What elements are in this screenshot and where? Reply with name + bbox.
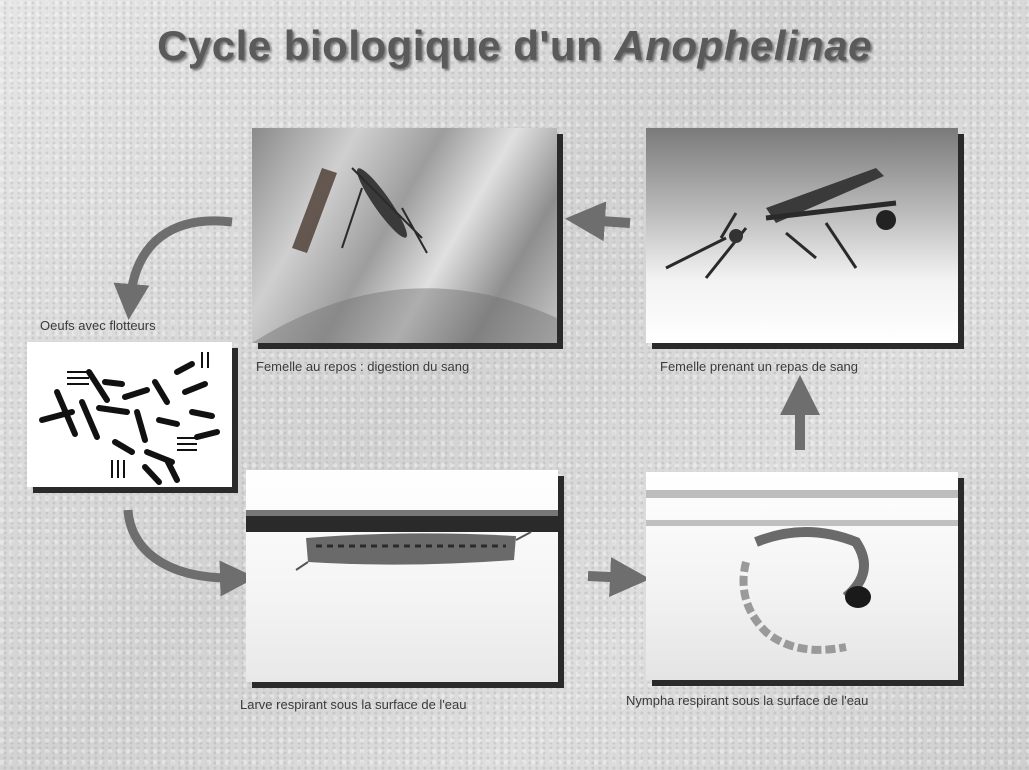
- resting-female-image: [252, 128, 557, 343]
- resting-female-photo: [252, 128, 557, 343]
- arrow-larva-to-pupa: [588, 576, 630, 578]
- larva-caption: Larve respirant sous la surface de l'eau: [240, 697, 467, 712]
- feeding-female-photo: [646, 128, 958, 343]
- pupa-image: [646, 472, 958, 680]
- pupa-photo: [646, 472, 958, 680]
- arrow-eggs-to-larva: [128, 510, 238, 578]
- eggs-label: Oeufs avec flotteurs: [40, 318, 156, 333]
- arrow-female-to-eggs: [130, 221, 232, 302]
- feeding-female-image: [646, 128, 958, 343]
- arrow-feeding-to-resting: [585, 220, 630, 223]
- larva-photo: [246, 470, 558, 682]
- resting-female-caption: Femelle au repos : digestion du sang: [256, 359, 469, 374]
- eggs-drawing: [27, 342, 232, 487]
- feeding-female-caption: Femelle prenant un repas de sang: [660, 359, 858, 374]
- pupa-caption: Nympha respirant sous la surface de l'ea…: [626, 693, 868, 708]
- larva-image: [246, 470, 558, 682]
- eggs-photo: [27, 342, 232, 487]
